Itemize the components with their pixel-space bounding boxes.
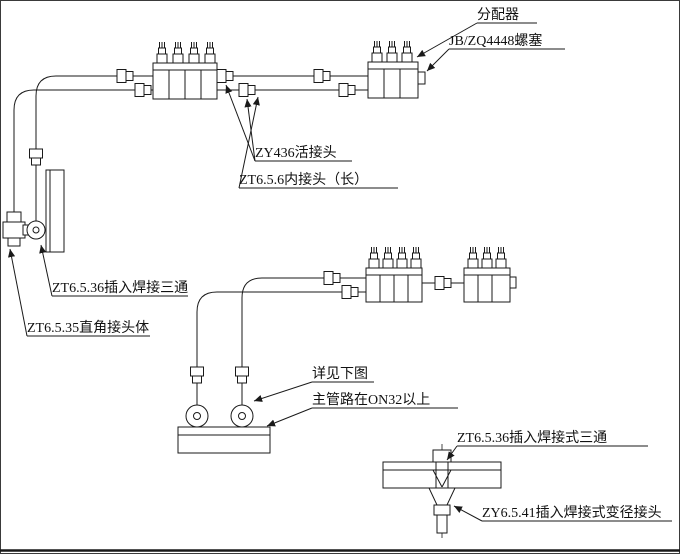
callout-insert-weld-tee: ZT6.5.36插入焊接三通 — [39, 244, 188, 297]
manifold-fitting — [401, 40, 413, 63]
leader-plug — [426, 48, 450, 72]
label-union-joint: ZY436活接头 — [255, 144, 337, 161]
manifold-fitting — [188, 41, 200, 64]
reducer-outlet — [436, 514, 448, 534]
flange-bore — [32, 226, 40, 234]
leader-see-detail — [253, 381, 313, 402]
detail-view — [382, 444, 502, 538]
pipe-union — [235, 366, 249, 384]
left-distributor-block — [152, 41, 218, 100]
leader-union-1 — [225, 84, 256, 162]
pipe-union — [216, 69, 234, 83]
callout-see-detail: 详见下图 — [253, 366, 374, 402]
label-distributor: 分配器 — [477, 7, 519, 23]
callout-inner-joint: ZT6.5.6内接头（长） — [238, 96, 398, 189]
label-insert-weld-tee: ZT6.5.36插入焊接三通 — [52, 279, 188, 296]
callout-right-angle-body: ZT6.5.35直角接头体 — [8, 248, 150, 337]
reducer-body — [433, 504, 451, 516]
callout-main-pipe: 主管路在ON32以上 — [266, 392, 458, 427]
label-insert-weld-tee-detail: ZT6.5.36插入焊接式三通 — [457, 429, 607, 446]
manifold-fitting — [481, 246, 493, 269]
reducer-taper — [428, 487, 456, 506]
right-distributor-block — [367, 40, 426, 99]
manifold-fitting — [204, 41, 216, 64]
manifold-fitting — [495, 246, 507, 269]
distributor-body — [367, 61, 419, 99]
leader-inner-joint — [238, 96, 260, 189]
top-assembly — [2, 40, 426, 253]
leader-insert-weld-tee-detail — [446, 445, 458, 461]
flange-bore — [238, 412, 246, 420]
screw-plug — [509, 276, 517, 289]
label-main-pipe: 主管路在ON32以上 — [312, 392, 430, 408]
manifold-fitting — [396, 246, 408, 269]
manifold-fitting — [172, 41, 184, 64]
callout-reducer: ZY6.5.41插入焊接式变径接头 — [453, 504, 672, 522]
manifold-fitting — [368, 246, 380, 269]
main-pipe-plate — [177, 426, 271, 454]
label-plug: JB/ZQ4448螺塞 — [449, 32, 542, 49]
manifold-fitting — [382, 246, 394, 269]
leader-right-angle-body — [8, 248, 28, 337]
pipe-union — [116, 69, 134, 83]
manifold-fitting — [386, 40, 398, 63]
pipe-union — [29, 148, 43, 166]
manifold-fitting — [467, 246, 479, 269]
manifold-fitting — [156, 41, 168, 64]
pipe-union — [313, 69, 331, 83]
left-branch-fittings — [2, 169, 65, 253]
leader-reducer — [453, 505, 483, 522]
main-pipe-section — [382, 461, 502, 489]
right-angle-joint-body — [2, 221, 26, 239]
callout-insert-weld-tee-detail: ZT6.5.36插入焊接式三通 — [446, 429, 648, 461]
manifold-fitting — [410, 246, 422, 269]
pipe-union — [338, 83, 356, 97]
leader-main-pipe — [266, 407, 313, 427]
callout-union-joint: ZY436活接头 — [225, 84, 352, 162]
main-pipe-connection — [177, 404, 271, 454]
pipe-union — [190, 366, 204, 384]
screw-plug — [417, 71, 426, 85]
distributor-body — [463, 267, 511, 303]
pipe-union — [341, 285, 359, 299]
middle-left-distributor-block — [365, 246, 423, 303]
middle-assembly — [177, 246, 517, 454]
callout-distributor: 分配器 — [416, 7, 537, 58]
callout-plug: JB/ZQ4448螺塞 — [426, 32, 565, 72]
label-inner-joint: ZT6.5.6内接头（长） — [239, 171, 368, 188]
middle-pipes — [196, 277, 464, 405]
label-see-detail: 详见下图 — [312, 366, 368, 382]
leader-insert-weld-tee — [39, 244, 53, 297]
pipe-union — [134, 83, 152, 97]
manifold-fitting — [371, 40, 383, 63]
pipe-union — [434, 276, 452, 290]
pipe-union — [238, 83, 256, 97]
label-right-angle-body: ZT6.5.35直角接头体 — [27, 319, 149, 336]
leader-distributor — [416, 22, 478, 58]
flange-bore — [193, 412, 201, 420]
vertical-main-pipe — [45, 169, 65, 253]
right-angle-joint — [6, 211, 22, 223]
label-reducer: ZY6.5.41插入焊接式变径接头 — [482, 504, 662, 521]
middle-right-distributor-block — [463, 246, 517, 303]
right-angle-joint-cap — [7, 237, 21, 247]
tee-stub — [432, 449, 452, 463]
pipe-union — [323, 271, 341, 285]
